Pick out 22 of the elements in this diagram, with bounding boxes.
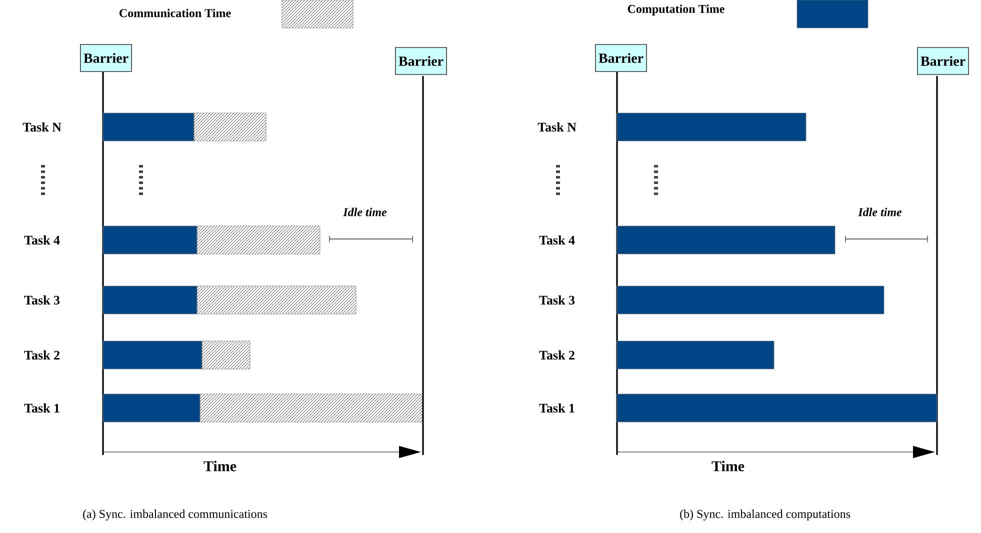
task-label: Task 4 bbox=[539, 235, 575, 245]
task-label: Task 2 bbox=[539, 350, 574, 360]
axis-label: Time bbox=[204, 460, 236, 472]
task-label: Task 3 bbox=[24, 295, 60, 305]
task-label: Task 4 bbox=[24, 235, 60, 245]
task-label: Task 3 bbox=[539, 295, 575, 305]
caption: (b) Sync. imbalanced computations bbox=[680, 510, 850, 520]
barrier-box: Barrier bbox=[917, 47, 969, 75]
legend-text: Computation Time bbox=[628, 4, 724, 16]
task-label: Task 1 bbox=[539, 403, 574, 413]
barrier-box: Barrier bbox=[595, 44, 647, 72]
axis-label: Time bbox=[712, 460, 744, 472]
caption: (a) Sync. imbalanced communications bbox=[83, 510, 268, 520]
idle-time-label: Idle time bbox=[343, 208, 387, 216]
task-label: Task N bbox=[538, 122, 576, 132]
task-label: Task N bbox=[22, 122, 62, 132]
barrier-box: Barrier bbox=[80, 44, 132, 72]
task-label: Task 2 bbox=[24, 350, 60, 360]
idle-time-label: Idle time bbox=[858, 208, 902, 216]
barrier-box: Barrier bbox=[395, 47, 447, 75]
legend-text: Communication Time bbox=[120, 8, 231, 18]
task-label: Task 1 bbox=[24, 403, 60, 413]
